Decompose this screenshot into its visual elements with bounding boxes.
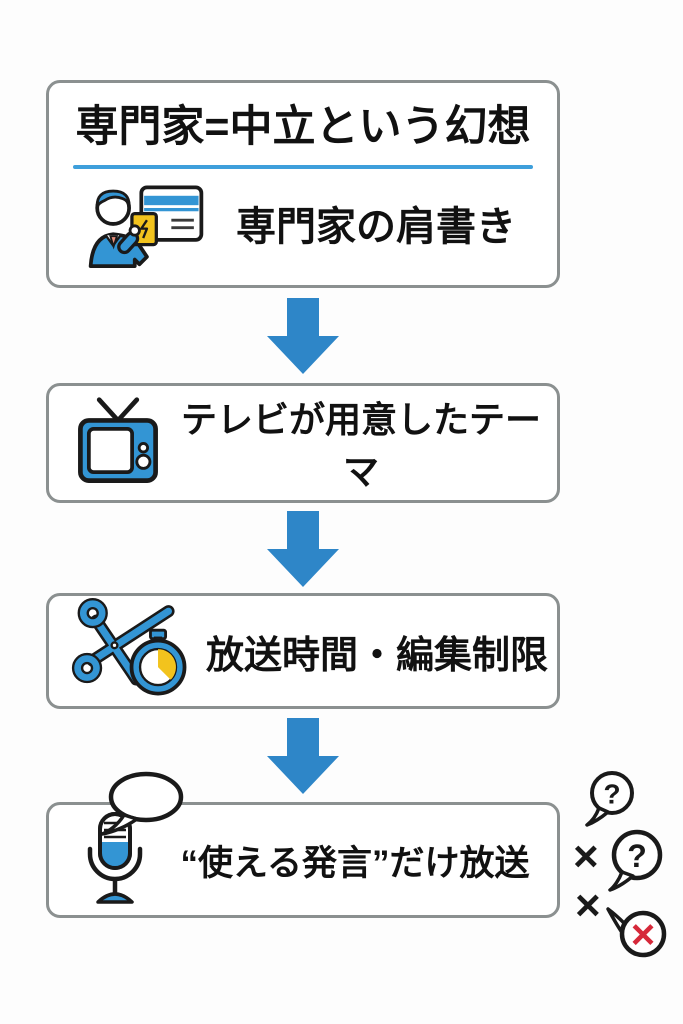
- step-2-label: テレビが用意したテーマ: [180, 399, 541, 492]
- step-1-box: 専門家=中立という幻想 専門家の肩: [46, 80, 560, 288]
- question-bubble-icon-1: ?: [585, 771, 634, 827]
- diagram-title: 専門家=中立という幻想: [75, 103, 531, 151]
- flow-arrow-down-icon-1: [267, 298, 339, 374]
- rejected-cross-mark: ×: [631, 911, 656, 958]
- step-4-label: “使える発言”だけ放送: [180, 843, 530, 883]
- step-1-label: 専門家の肩書き: [236, 204, 516, 249]
- step-3-label: 放送時間・編集制限: [205, 634, 548, 677]
- cross-mark-2: ×: [575, 881, 601, 930]
- expert-id-card-icon: [88, 185, 204, 268]
- title-underline: [73, 164, 533, 169]
- flow-arrow-down-icon-3: [267, 718, 339, 794]
- step-1-row: 専門家の肩書き: [49, 177, 557, 275]
- cross-mark-1: ×: [573, 832, 599, 881]
- mic-speech-bubble-icon: [100, 771, 184, 836]
- scissors-stopwatch-icon: [71, 598, 187, 696]
- step-3-row: 放送時間・編集制限: [49, 596, 557, 706]
- step-2-box: テレビが用意したテーマ: [46, 383, 560, 503]
- question-mark-2: ?: [627, 838, 647, 874]
- rejected-bubble-icon: ×: [606, 907, 667, 958]
- flow-arrow-down-icon-2: [267, 511, 339, 587]
- step-2-row: テレビが用意したテーマ: [49, 386, 557, 500]
- question-bubble-icon-2: ?: [608, 829, 663, 892]
- step-3-box: 放送時間・編集制限: [46, 593, 560, 709]
- question-mark-1: ?: [603, 779, 620, 810]
- tv-icon: [78, 397, 158, 483]
